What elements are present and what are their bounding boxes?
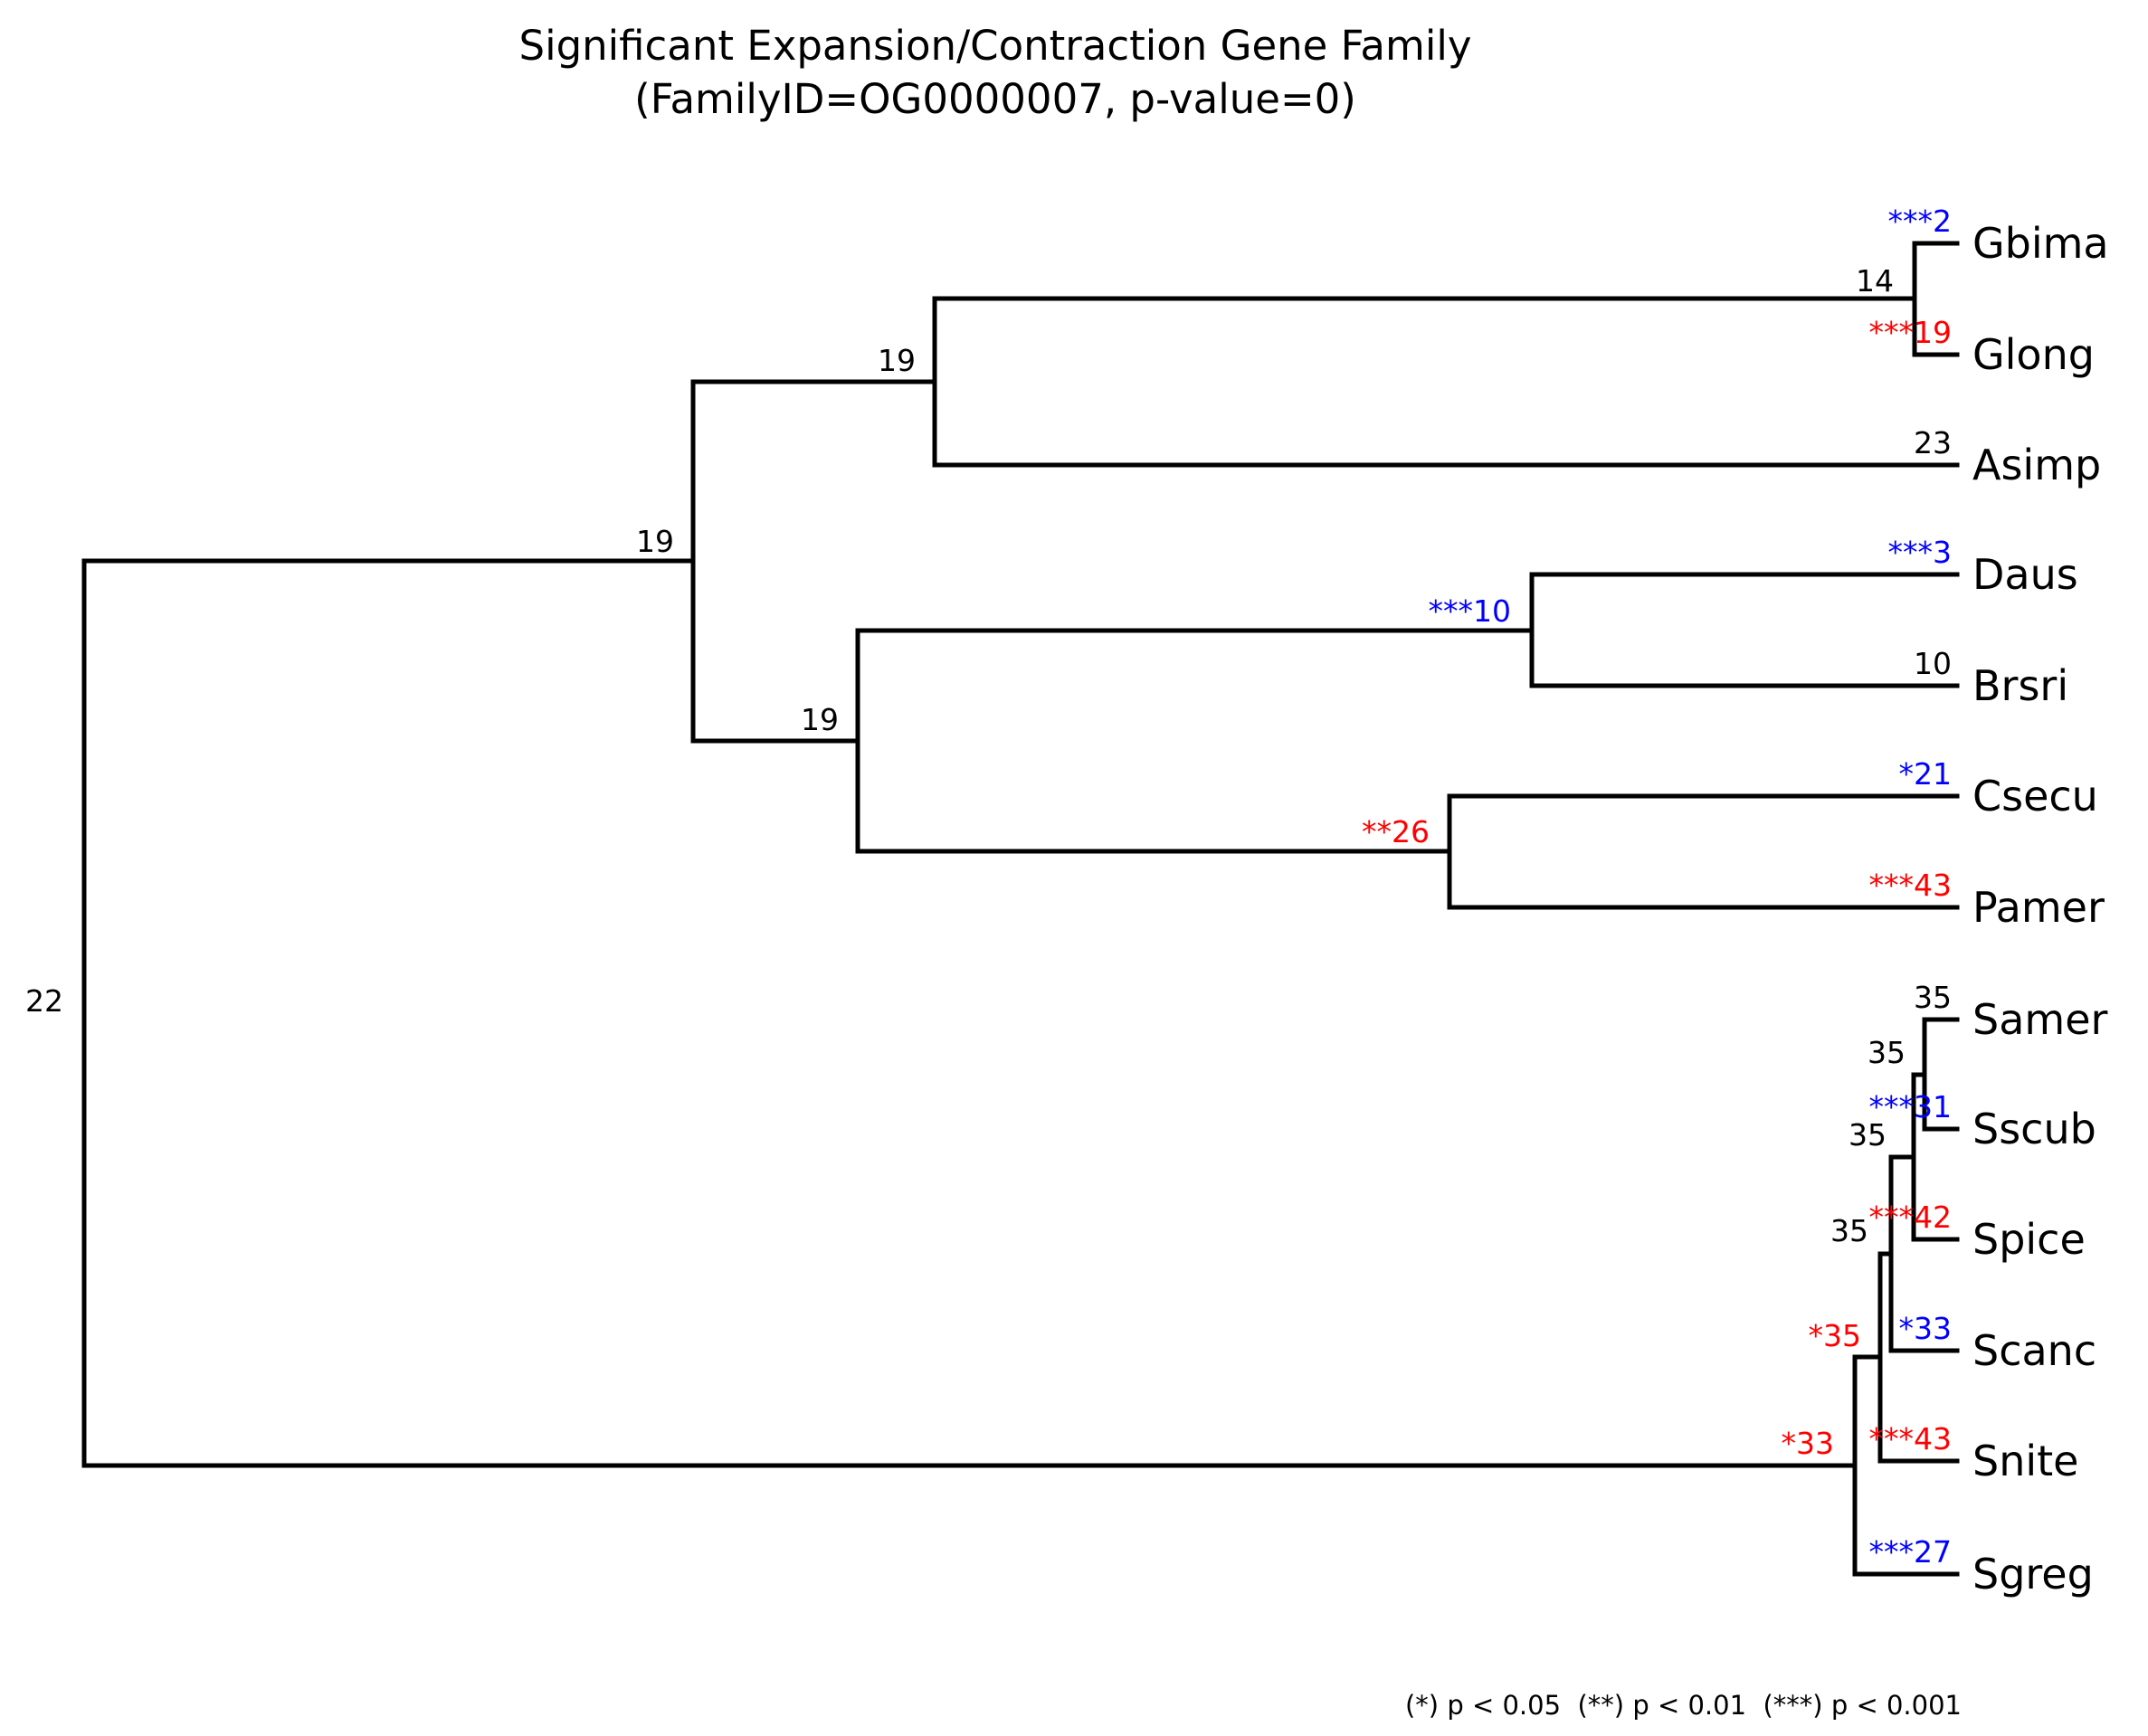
species-label-Samer: Samer [1972, 995, 2107, 1044]
species-label-Spice: Spice [1972, 1215, 2086, 1264]
figure-title-line1: Significant Expansion/Contraction Gene F… [518, 22, 1472, 70]
species-label-Brsri: Brsri [1972, 661, 2068, 710]
figure-title: Significant Expansion/Contraction Gene F… [0, 20, 1991, 126]
leaf-count-label-Glong: ***19 [1869, 315, 1953, 350]
node-count-label-samer-scanc: 35 [1830, 1213, 1868, 1248]
species-label-Csecu: Csecu [1972, 772, 2098, 821]
species-label-Asimp: Asimp [1972, 441, 2101, 489]
node-count-label-samer-snite: *35 [1809, 1318, 1862, 1353]
node-count-label-root: 22 [25, 983, 63, 1019]
figure-title-line2: (FamilyID=OG0000007, p-value=0) [634, 74, 1356, 123]
leaf-count-label-Daus: ***3 [1888, 535, 1953, 570]
leaf-count-label-Snite: ***43 [1869, 1421, 1953, 1456]
species-label-Glong: Glong [1972, 330, 2095, 379]
leaf-count-label-Csecu: *21 [1899, 756, 1953, 792]
leaf-count-label-Scanc: *33 [1899, 1311, 1953, 1346]
leaf-count-label-Sscub: ***31 [1869, 1089, 1953, 1124]
species-label-Daus: Daus [1972, 550, 2078, 599]
significance-legend: (*) p < 0.05 (**) p < 0.01 (***) p < 0.0… [1404, 1690, 1962, 1721]
node-count-label-samer-sscub: 35 [1868, 1035, 1906, 1070]
leaf-count-label-Asimp: 23 [1914, 425, 1952, 460]
node-count-label-daus-pamer: 19 [801, 702, 839, 737]
species-label-Sscub: Sscub [1972, 1105, 2096, 1153]
species-label-Scanc: Scanc [1972, 1326, 2096, 1375]
leaf-count-label-Brsri: 10 [1914, 646, 1952, 681]
species-label-Sgreg: Sgreg [1972, 1550, 2094, 1598]
leaf-count-label-Pamer: ***43 [1869, 868, 1953, 903]
species-label-Pamer: Pamer [1972, 883, 2105, 932]
node-count-label-samer-spice: 35 [1849, 1117, 1887, 1153]
species-label-Gbima: Gbima [1972, 219, 2109, 268]
node-count-label-samer-sgreg: *33 [1782, 1426, 1835, 1461]
node-count-label-gbima-glong-asimp: 19 [878, 343, 916, 378]
node-count-label-daus-brsri: ***10 [1429, 593, 1512, 629]
node-count-label-gbima-glong: 14 [1856, 263, 1894, 299]
leaf-count-label-Sgreg: ***27 [1869, 1534, 1953, 1570]
leaf-count-label-Samer: 35 [1914, 980, 1952, 1015]
species-label-Snite: Snite [1972, 1437, 2078, 1485]
leaf-count-label-Gbima: ***2 [1888, 204, 1953, 239]
leaf-count-label-Spice: ***42 [1869, 1200, 1953, 1235]
node-count-label-csecu-pamer: **26 [1362, 814, 1430, 849]
node-count-label-upper-main: 19 [636, 524, 674, 559]
